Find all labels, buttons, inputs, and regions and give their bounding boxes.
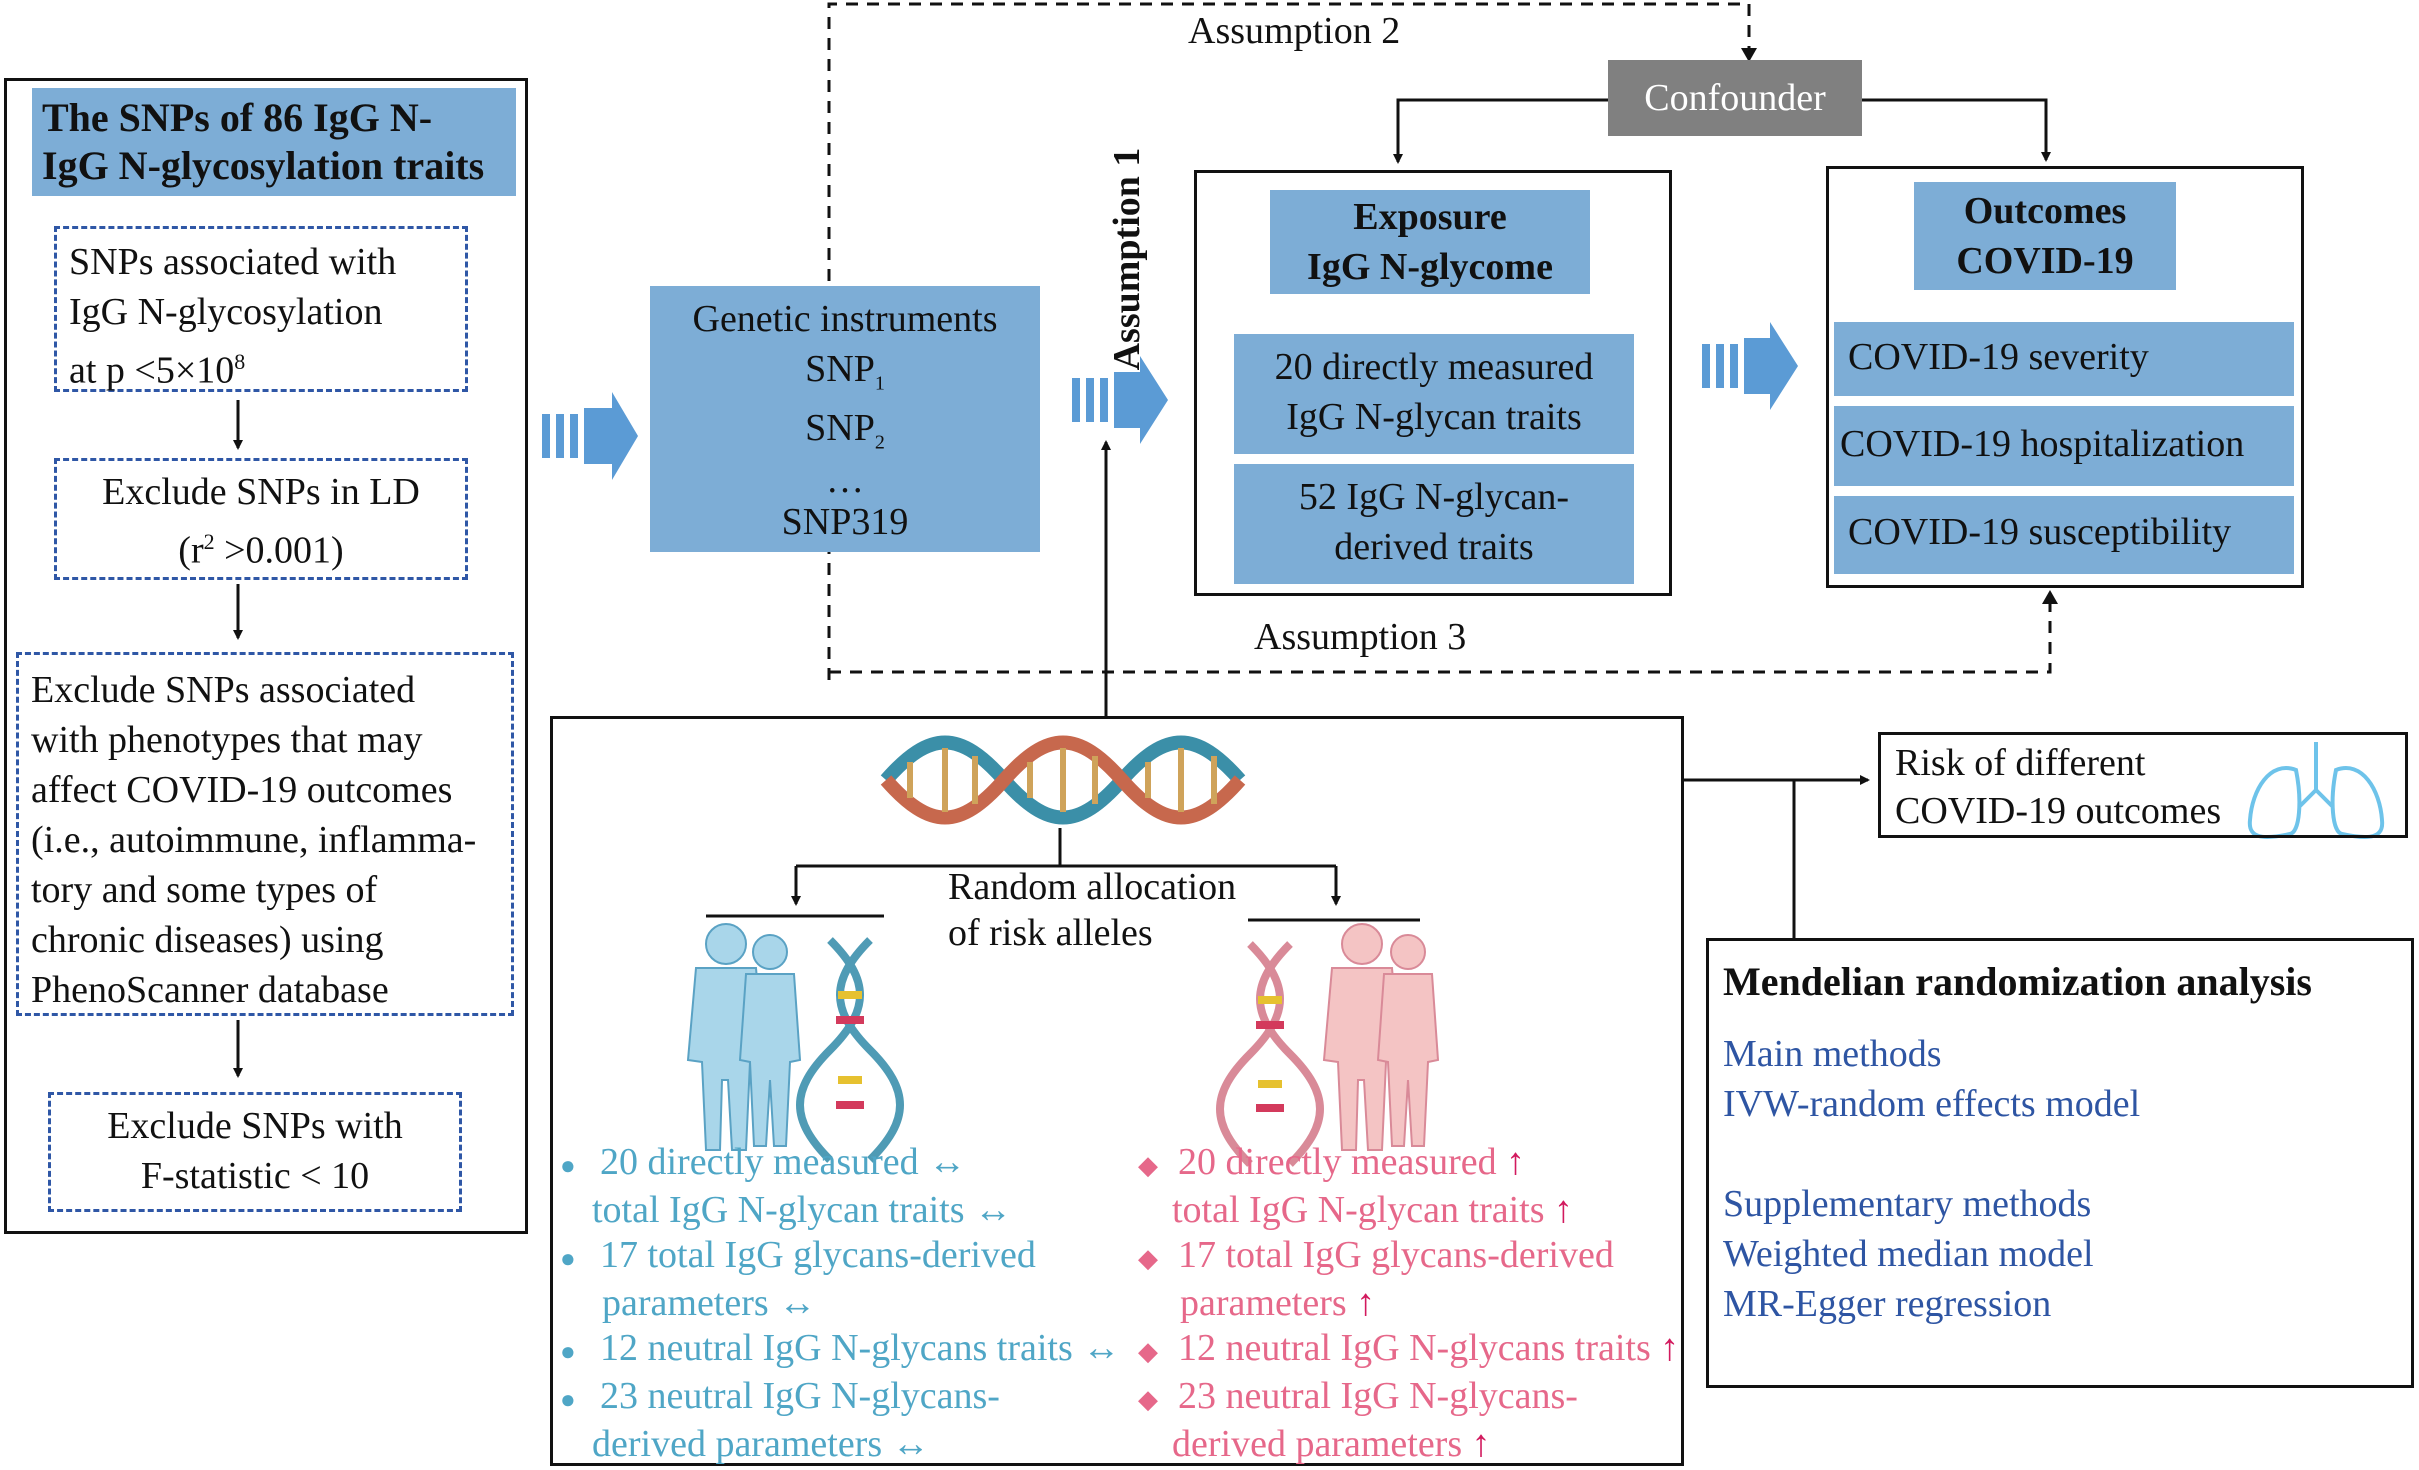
step-exclude-ld: Exclude SNPs in LD (r2 >0.001) — [54, 458, 468, 580]
risk-box: Risk of different COVID-19 outcomes — [1878, 732, 2408, 838]
step-exclude-fstat: Exclude SNPs with F-statistic < 10 — [48, 1092, 462, 1212]
mr-supp-method-1: Weighted median model — [1723, 1233, 2094, 1275]
assumption-3-path — [829, 598, 2052, 674]
outcome-susceptibility: COVID-19 susceptibility — [1834, 496, 2294, 574]
step-exclude-phenotypes: Exclude SNPs associated with phenotypes … — [16, 652, 514, 1016]
genetic-instruments-box: Genetic instruments SNP1 SNP2 … SNP319 — [650, 286, 1040, 552]
left-trait-list: ●20 directly measured ↔ total IgG N-glyc… — [560, 1141, 1121, 1465]
mr-supp-label: Supplementary methods — [1723, 1183, 2092, 1225]
right-trait-item: ◆12 neutral IgG N-glycans traits ↑ — [1138, 1327, 1680, 1369]
mr-main-label: Main methods — [1723, 1033, 1942, 1075]
dna-helix-icon — [880, 735, 1246, 825]
right-trait-item: ◆20 directly measured ↑ — [1138, 1141, 1526, 1183]
right-trait-list: ◆20 directly measured ↑ total IgG N-glyc… — [1138, 1141, 1680, 1465]
mr-supp-method-2: MR-Egger regression — [1723, 1283, 2052, 1325]
outcomes-title: Outcomes COVID-19 — [1914, 182, 2176, 290]
mr-main-method: IVW-random effects model — [1723, 1083, 2141, 1125]
left-panel — [4, 78, 528, 1234]
random-allocation-panel — [550, 716, 1684, 1466]
lungs-icon — [2247, 742, 2385, 839]
right-trait-item: ◆23 neutral IgG N-glycans- — [1138, 1375, 1578, 1417]
left-trait-item: ●17 total IgG glycans-derived — [560, 1234, 1036, 1276]
block-arrow-2 — [1072, 356, 1168, 444]
left-trait-item: ●12 neutral IgG N-glycans traits ↔ — [560, 1327, 1121, 1369]
block-arrow-3 — [1702, 322, 1798, 410]
mr-analysis-box: Mendelian randomization analysis Main me… — [1706, 938, 2414, 1388]
exposure-panel — [1194, 170, 1672, 596]
random-allocation-label: Random allocation of risk alleles — [948, 866, 1237, 954]
outcome-hospitalization: COVID-19 hospitalization — [1834, 406, 2294, 486]
assumption-2-label: Assumption 2 — [1188, 10, 1401, 52]
block-arrow-1 — [542, 392, 638, 480]
outcomes-panel — [1826, 166, 2304, 588]
right-trait-item: ◆17 total IgG glycans-derived — [1138, 1234, 1614, 1276]
confounder-to-exposure-arrow — [1393, 98, 1608, 164]
dna-strand-pink-icon — [1216, 941, 1324, 1167]
assumption-1-label: Assumption 1 — [1106, 147, 1148, 371]
outcome-severity: COVID-19 severity — [1834, 322, 2294, 396]
assumption-3-label: Assumption 3 — [1254, 616, 1467, 658]
dna-strand-blue-icon — [796, 937, 904, 1163]
left-trait-item: ●23 neutral IgG N-glycans- — [560, 1375, 1000, 1417]
step-snp-association: SNPs associated with IgG N-glycosylation… — [54, 226, 468, 392]
exposure-title: Exposure IgG N-glycome — [1270, 190, 1590, 294]
people-pink-icon — [1322, 923, 1440, 1151]
left-panel-title: The SNPs of 86 IgG N- IgG N-glycosylatio… — [32, 88, 516, 196]
exposure-item-measured: 20 directly measured IgG N-glycan traits — [1234, 334, 1634, 454]
people-blue-icon — [686, 923, 802, 1151]
confounder-to-outcomes-arrow — [1862, 98, 2051, 162]
mr-title: Mendelian randomization analysis — [1723, 959, 2312, 1004]
confounder-box: Confounder — [1608, 60, 1862, 136]
exposure-item-derived: 52 IgG N-glycan- derived traits — [1234, 464, 1634, 584]
left-trait-item: ●20 directly measured ↔ — [560, 1141, 967, 1183]
